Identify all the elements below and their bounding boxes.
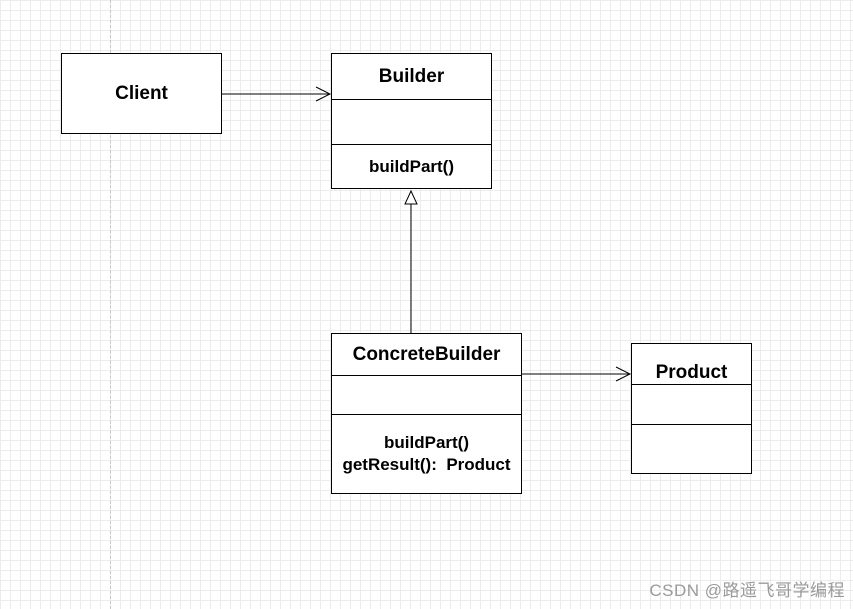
product-name-compartment: Product xyxy=(632,344,751,384)
concrete-builder-name-compartment: ConcreteBuilder xyxy=(332,334,521,375)
builder-operation: buildPart() xyxy=(369,156,454,176)
builder-name-compartment: Builder xyxy=(332,54,491,99)
product-attributes-compartment xyxy=(632,384,751,424)
product-class-name: Product xyxy=(655,362,728,383)
client-to-builder-arrowhead xyxy=(315,86,332,102)
watermark: CSDN @路遥飞哥学编程 xyxy=(649,581,845,600)
builder-operations-compartment: buildPart() xyxy=(332,144,491,188)
client-box[interactable]: Client xyxy=(61,53,222,134)
generalization-triangle xyxy=(404,189,418,205)
builder-attributes-compartment xyxy=(332,99,491,144)
concrete-builder-class-name: ConcreteBuilder xyxy=(352,343,501,365)
client-label: Client xyxy=(115,82,168,104)
concrete-builder-operation: buildPart() xyxy=(384,433,469,452)
product-operations-compartment xyxy=(632,424,751,473)
concrete-builder-operations-compartment: buildPart() getResult(): Product xyxy=(332,414,521,493)
concrete-builder-attributes-compartment xyxy=(332,375,521,414)
builder-class[interactable]: Builder buildPart() xyxy=(331,53,492,189)
product-class[interactable]: Product xyxy=(631,343,752,474)
builder-class-name: Builder xyxy=(378,65,445,87)
concrete-builder-operation: getResult(): Product xyxy=(342,455,511,474)
page-boundary-line xyxy=(110,0,111,609)
concrete-to-product-arrowhead xyxy=(615,366,632,382)
concrete-builder-class[interactable]: ConcreteBuilder buildPart() getResult():… xyxy=(331,333,522,494)
